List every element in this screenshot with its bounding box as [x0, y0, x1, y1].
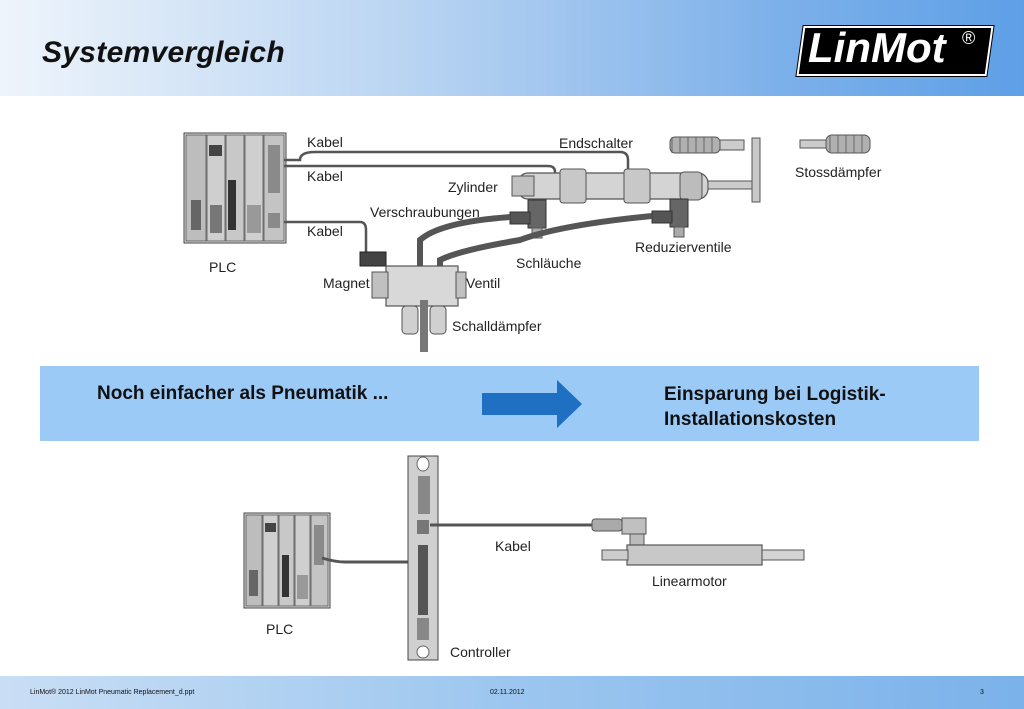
ventil: [359, 251, 467, 352]
logo-text: LinMot: [808, 24, 946, 71]
label-kabel-1: Kabel: [307, 134, 343, 150]
footer-date: 02.11.2012: [490, 689, 525, 696]
label-reduzierventile: Reduzierventile: [635, 239, 732, 255]
zylinder: [511, 137, 761, 204]
logo-registered-mark: ®: [962, 28, 976, 48]
label-controller: Controller: [450, 644, 511, 660]
plc-bottom: [243, 512, 331, 609]
endschalter: [669, 136, 745, 154]
label-kabel-3: Kabel: [307, 223, 343, 239]
label-stossdaempfer: Stossdämpfer: [795, 164, 882, 180]
banner-right-line-1: Einsparung bei Logistik-: [664, 384, 886, 405]
label-kabel-bottom: Kabel: [495, 538, 531, 554]
label-plc-top: PLC: [209, 259, 236, 275]
label-ventil: Ventil: [466, 275, 500, 291]
label-verschraubungen: Verschraubungen: [370, 204, 480, 220]
page-title: Systemvergleich: [42, 36, 285, 69]
label-plc-bottom: PLC: [266, 621, 293, 637]
banner-right-line-2: Installationskosten: [664, 409, 837, 430]
footer-bar: [0, 676, 1024, 709]
banner-left-text: Noch einfacher als Pneumatik ...: [97, 383, 389, 404]
label-magnet: Magnet: [323, 275, 370, 291]
reduzierventil-2: [651, 198, 689, 238]
footer-file: LinMot® 2012 LinMot Pneumatic Replacemen…: [30, 689, 195, 696]
label-kabel-2: Kabel: [307, 168, 343, 184]
controller: [407, 455, 439, 661]
stossdaempfer: [799, 134, 871, 154]
linearmotor: [591, 517, 805, 566]
plc-top: [183, 132, 287, 244]
label-schlaeuche: Schläuche: [516, 255, 582, 271]
footer-page-number: 3: [980, 689, 984, 696]
banner-right-text: Einsparung bei Logistik- Installationsko…: [664, 382, 964, 432]
label-schalldaempfer: Schalldämpfer: [452, 318, 542, 334]
label-zylinder: Zylinder: [448, 179, 498, 195]
label-endschalter: Endschalter: [559, 135, 633, 151]
label-linearmotor: Linearmotor: [652, 573, 727, 589]
